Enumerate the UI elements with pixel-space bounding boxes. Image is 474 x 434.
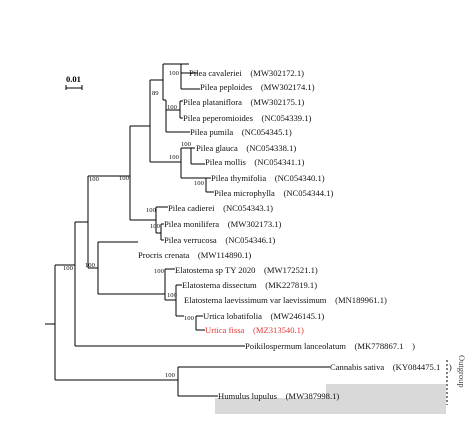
taxon-label: Pilea pumila (NC054345.1) [190, 127, 292, 137]
support-value: 100 [169, 154, 180, 161]
taxon-label: Pilea verrucosa (NC054346.1) [164, 235, 275, 245]
support-value: 100 [89, 176, 100, 183]
outgroup-background [326, 384, 446, 398]
taxon-label: Cannabis sativa (KY084475.1 ) [330, 362, 452, 372]
support-value: 100 [85, 262, 96, 269]
taxon-label: Pilea monilifera (MW302173.1) [164, 219, 282, 229]
taxon-label-highlighted: Urtica fissa (MZ313540.1) [205, 325, 304, 335]
taxon-label: Pilea plataniflora (MW302175.1) [183, 97, 304, 107]
support-value: 100 [63, 265, 74, 272]
taxon-label: Pilea glauca (NC054338.1) [196, 143, 296, 153]
support-value: 100 [167, 292, 178, 299]
support-value: 89 [152, 90, 159, 97]
taxon-label: Poikilospermum lanceolatum (MK778867.1 ) [245, 341, 415, 351]
taxon-label: Urtica lobatifolia (MW246145.1) [203, 311, 324, 321]
outgroup-label: Outgroup [457, 355, 467, 388]
taxon-label: Pilea mollis (NC054341.1) [205, 157, 304, 167]
support-value: 100 [165, 372, 176, 379]
support-value: 100 [119, 175, 130, 182]
taxon-label: Pilea peperomioides (NC054339.1) [183, 113, 312, 123]
taxon-label: Elatostema laevissimum var laevissimum (… [184, 295, 387, 305]
support-value: 100 [146, 207, 157, 214]
taxon-label: Elatostema sp TY 2020 (MW172521.1) [175, 265, 318, 275]
taxon-label: Humulus lupulus (MW387998.1) [218, 391, 339, 401]
taxon-label: Elatostema dissectum (MK227819.1) [182, 280, 317, 290]
taxon-label: Pilea cavaleriei (MW302172.1) [189, 68, 304, 78]
support-value: 100 [181, 141, 192, 148]
outgroup-background-2 [215, 398, 446, 414]
scale-bar-label: 0.01 [66, 74, 81, 84]
support-value: 100 [194, 180, 205, 187]
support-value: 100 [154, 268, 165, 275]
taxon-label: Pilea thymifolia (NC054340.1) [211, 173, 325, 183]
taxon-label: Procris crenata (MW114890.1) [138, 250, 251, 260]
support-value: 100 [150, 223, 161, 230]
support-value: 100 [169, 70, 180, 77]
taxon-label: Pilea cadierei (NC054343.1) [168, 203, 273, 213]
support-value: 100 [167, 104, 178, 111]
support-value: 100 [184, 315, 195, 322]
taxon-label: Pilea peploides (MW302174.1) [200, 82, 315, 92]
taxon-label: Pilea microphylla (NC054344.1) [214, 188, 333, 198]
